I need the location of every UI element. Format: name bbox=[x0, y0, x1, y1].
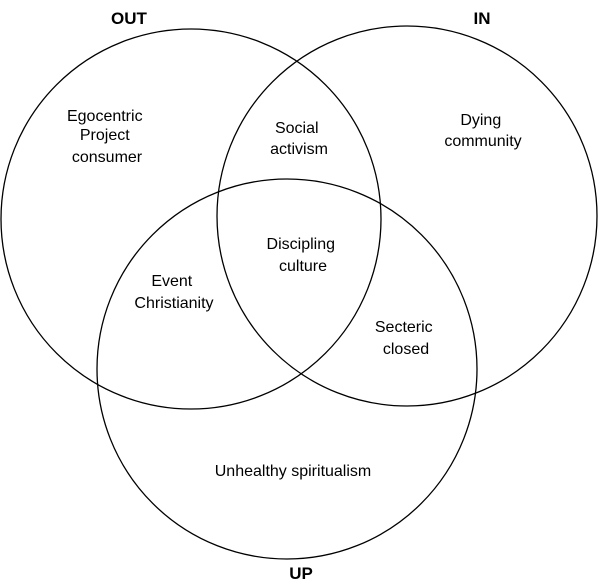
region-out-in-line-1: Social bbox=[275, 120, 319, 137]
region-in-up-line-2: closed bbox=[383, 341, 429, 358]
region-center-line-2: culture bbox=[279, 258, 327, 275]
region-out-up-line-1: Event bbox=[151, 273, 192, 290]
region-in-up: Secteric closed bbox=[375, 319, 437, 358]
region-center: Discipling culture bbox=[267, 236, 340, 275]
set-label-in: IN bbox=[474, 9, 491, 28]
region-center-line-1: Discipling bbox=[267, 236, 335, 253]
region-up-only: Unhealthy spiritualism bbox=[215, 463, 372, 480]
region-out-in: Social activism bbox=[270, 120, 328, 158]
region-out-up: Event Christianity bbox=[134, 273, 213, 312]
in-circle bbox=[216, 25, 598, 407]
region-out-only-line-2: Project bbox=[80, 127, 130, 144]
region-up-only-line-1: Unhealthy spiritualism bbox=[215, 463, 372, 480]
region-out-only-line-3: consumer bbox=[72, 149, 143, 166]
region-out-only-line-1: Egocentric bbox=[67, 108, 143, 125]
region-in-up-line-1: Secteric bbox=[375, 319, 433, 336]
out-circle bbox=[0, 28, 382, 410]
region-out-only: Egocentric Project consumer bbox=[67, 108, 147, 166]
region-out-up-line-2: Christianity bbox=[134, 295, 213, 312]
set-label-up: UP bbox=[289, 564, 313, 583]
region-in-only: Dying community bbox=[444, 112, 521, 150]
region-out-in-line-2: activism bbox=[270, 141, 328, 158]
region-in-only-line-2: community bbox=[444, 133, 521, 150]
region-in-only-line-1: Dying bbox=[460, 112, 501, 129]
up-circle bbox=[96, 178, 478, 560]
set-label-out: OUT bbox=[111, 9, 148, 28]
